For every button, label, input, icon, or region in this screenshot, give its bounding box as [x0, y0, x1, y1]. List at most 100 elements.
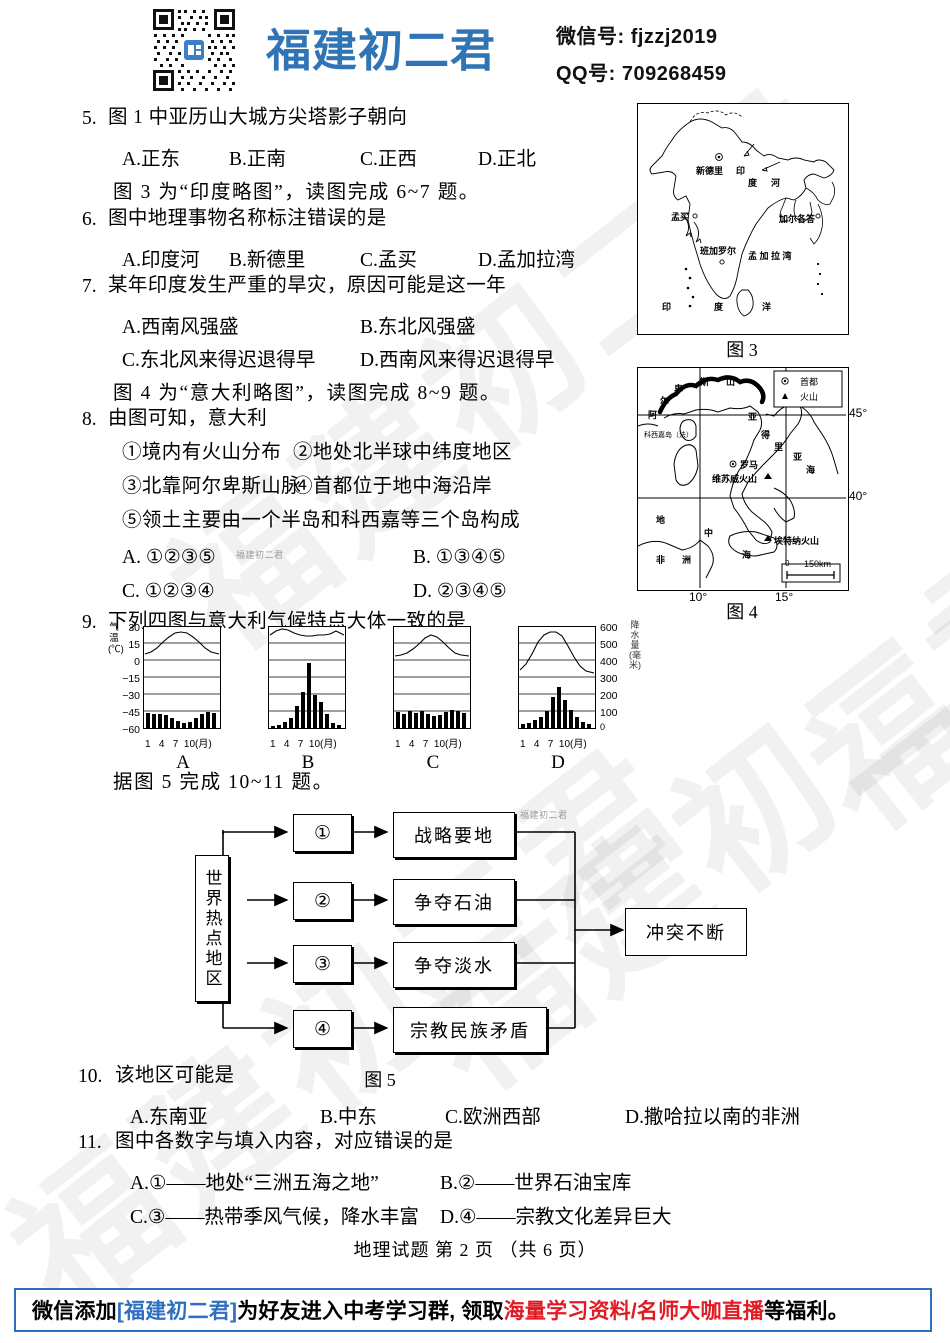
map-label-he: 河 [771, 178, 781, 188]
chart-a-ytick-0: 0 [134, 656, 140, 668]
chart-d-ytick-500: 500 [600, 639, 618, 651]
qq-id: QQ号: 709268459 [556, 63, 727, 85]
question-6-stem: 图中地理事物名称标注错误的是 [108, 208, 387, 229]
map-label-etna: 埃特纳火山 [774, 536, 820, 546]
question-10-option-c[interactable]: C.欧洲西部 [445, 1107, 541, 1128]
chart-d-ytick-300: 300 [600, 673, 618, 685]
map-label-vesuvius: 维苏威火山 [712, 474, 758, 484]
map-label-mengmai: 孟买 [671, 212, 690, 222]
question-8-statement-2: ②地处北半球中纬度地区 [293, 442, 512, 463]
chart-d-xticks: 1 4 7 10(月) [520, 739, 587, 750]
chart-d-plot [518, 626, 596, 729]
chart-b-xticks: 1 4 7 10(月) [270, 739, 337, 750]
question-5-option-d[interactable]: D.正北 [478, 149, 536, 170]
question-5-option-b[interactable]: B.正南 [229, 149, 286, 170]
map-label-adriatic-2: 得 [761, 430, 771, 440]
flow-cause-box-2: 争夺石油 [393, 879, 515, 925]
footer-banner[interactable]: 微信添加 [福建初二君] 为好友进入中考学习群, 领取 海量学习资料/名师大咖直… [14, 1288, 932, 1332]
question-8-option-c[interactable]: C. ①②③④ [122, 581, 215, 602]
question-7-stem: 某年印度发生严重的旱灾，原因可能是这一年 [108, 275, 507, 296]
question-10-number: 10. [78, 1066, 103, 1087]
map-label-adriatic-5: 海 [806, 465, 816, 475]
chart-a-ytick-15: 15 [128, 639, 140, 651]
qr-code-icon [150, 6, 238, 94]
flow-number-box-3: ③ [293, 945, 352, 983]
question-7-number: 7. [82, 276, 97, 297]
question-11-number: 11. [78, 1132, 102, 1153]
figure-5-flow-diagram: 世界热点地区 ① ② ③ ④ 战略要地 争夺石油 争夺淡水 宗教民族矛盾 冲突不… [175, 800, 775, 1053]
longitude-15-label: 15° [775, 590, 794, 604]
footer-part5: 等福利。 [764, 1300, 849, 1323]
flow-cause-box-4: 宗教民族矛盾 [393, 1007, 547, 1053]
map-label-africa-1: 非 [656, 555, 666, 565]
map-label-banjialuoer: 班加罗尔 [700, 246, 737, 256]
question-5-stem: 图 1 中亚历山大城方尖塔影子朝向 [108, 107, 408, 128]
inline-watermark-q8: 福建初二君 [236, 550, 284, 560]
question-8-statement-3: ③北靠阿尔卑斯山脉 [122, 476, 302, 497]
map-label-rome: 罗马 [740, 460, 759, 470]
chart-d-ytick-200: 200 [600, 690, 618, 702]
instruction-fig5: 据图 5 完成 10~11 题。 [113, 772, 334, 793]
map-label-xindeli: 新德里 [696, 166, 724, 176]
chart-a-plot [143, 626, 221, 729]
map-label-medit-1: 地 [656, 515, 666, 525]
question-7-option-a[interactable]: A.西南风强盛 [122, 317, 239, 338]
question-6-number: 6. [82, 209, 97, 230]
question-6-option-c[interactable]: C.孟买 [360, 250, 417, 271]
question-8-statement-5: ⑤领土主要由一个半岛和科西嘉等三个岛构成 [122, 510, 521, 531]
question-10-option-d[interactable]: D.撒哈拉以南的非洲 [625, 1107, 800, 1128]
map-label-bengal-bay: 孟 加 拉 湾 [748, 251, 792, 261]
map-label-adriatic-3: 里 [774, 442, 784, 452]
question-11-option-a[interactable]: A.①——地处“三洲五海之地” [130, 1173, 379, 1194]
question-7-option-b[interactable]: B.东北风强盛 [360, 317, 476, 338]
question-5-option-c[interactable]: C.正西 [360, 149, 417, 170]
question-10-option-b[interactable]: B.中东 [320, 1107, 377, 1128]
question-7-option-d[interactable]: D.西南风来得迟退得早 [360, 350, 555, 371]
chart-d-letter: D [551, 752, 565, 773]
question-8-option-d[interactable]: D. ②③④⑤ [413, 581, 507, 602]
flow-source-box: 世界热点地区 [195, 855, 229, 1002]
map-label-yin: 印 [736, 166, 746, 176]
wechat-id: 微信号: fjzzj2019 [556, 26, 718, 48]
chart-d-ylabel-right: 降水量(毫米) [629, 620, 641, 670]
chart-d-ytick-0: 0 [600, 722, 606, 732]
question-7-option-c[interactable]: C.东北风来得迟退得早 [122, 350, 316, 371]
question-11-stem: 图中各数字与填入内容，对应错误的是 [115, 1131, 454, 1152]
question-11-option-c[interactable]: C.③——热带季风气候，降水丰富 [130, 1207, 419, 1228]
chart-b-plot [268, 626, 346, 729]
legend-label-volcano: 火山 [800, 392, 819, 402]
flow-number-box-2: ② [293, 882, 352, 920]
question-9-stem: 下列四图与意大利气候特点大体一致的是 [108, 611, 467, 632]
chart-a-xticks: 1 4 7 10(月) [145, 739, 212, 750]
map-label-indian-ocean-1: 印 [662, 302, 672, 312]
question-6-option-a[interactable]: A.印度河 [122, 250, 200, 271]
footer-part1: 微信添加 [32, 1300, 117, 1323]
map-label-alps-5: 山 [726, 377, 736, 387]
question-8-option-a[interactable]: A. ①②③⑤ [122, 547, 216, 568]
question-10-option-a[interactable]: A.东南亚 [130, 1107, 208, 1128]
question-6-option-d[interactable]: D.孟加拉湾 [478, 250, 575, 271]
map-label-alps-1: 阿 [648, 410, 658, 420]
chart-c-xticks: 1 4 7 10(月) [395, 739, 462, 750]
question-5-option-a[interactable]: A.正东 [122, 149, 180, 170]
footer-part3: 为好友进入中考学习群, 领取 [237, 1300, 504, 1323]
chart-c-plot [393, 626, 471, 729]
question-8-option-b[interactable]: B. ①③④⑤ [413, 547, 506, 568]
chart-a-ytick-m30: −30 [122, 690, 140, 702]
flow-result-box: 冲突不断 [625, 908, 747, 956]
page-footer-label: 地理试题 第 2 页 （共 6 页） [353, 1240, 597, 1260]
question-11-option-b[interactable]: B.②——世界石油宝库 [440, 1173, 632, 1194]
map-label-africa-2: 洲 [682, 555, 692, 565]
instruction-fig3: 图 3 为“印度略图”，读图完成 6~7 题。 [113, 182, 480, 203]
flow-number-box-4: ④ [293, 1010, 352, 1048]
chart-d-ytick-600: 600 [600, 622, 618, 634]
chart-a-ytick-m60: −60 [122, 724, 140, 736]
footer-part4: 海量学习资料/名师大咖直播 [503, 1300, 765, 1323]
question-6-option-b[interactable]: B.新德里 [229, 250, 306, 271]
flow-cause-box-3: 争夺淡水 [393, 942, 515, 988]
map-label-medit-2: 中 [704, 528, 714, 538]
question-8-stem: 由图可知，意大利 [108, 408, 268, 429]
figure-5-caption: 图 5 [364, 1070, 396, 1090]
question-11-option-d[interactable]: D.④——宗教文化差异巨大 [440, 1207, 672, 1228]
longitude-10-label: 10° [689, 590, 708, 604]
